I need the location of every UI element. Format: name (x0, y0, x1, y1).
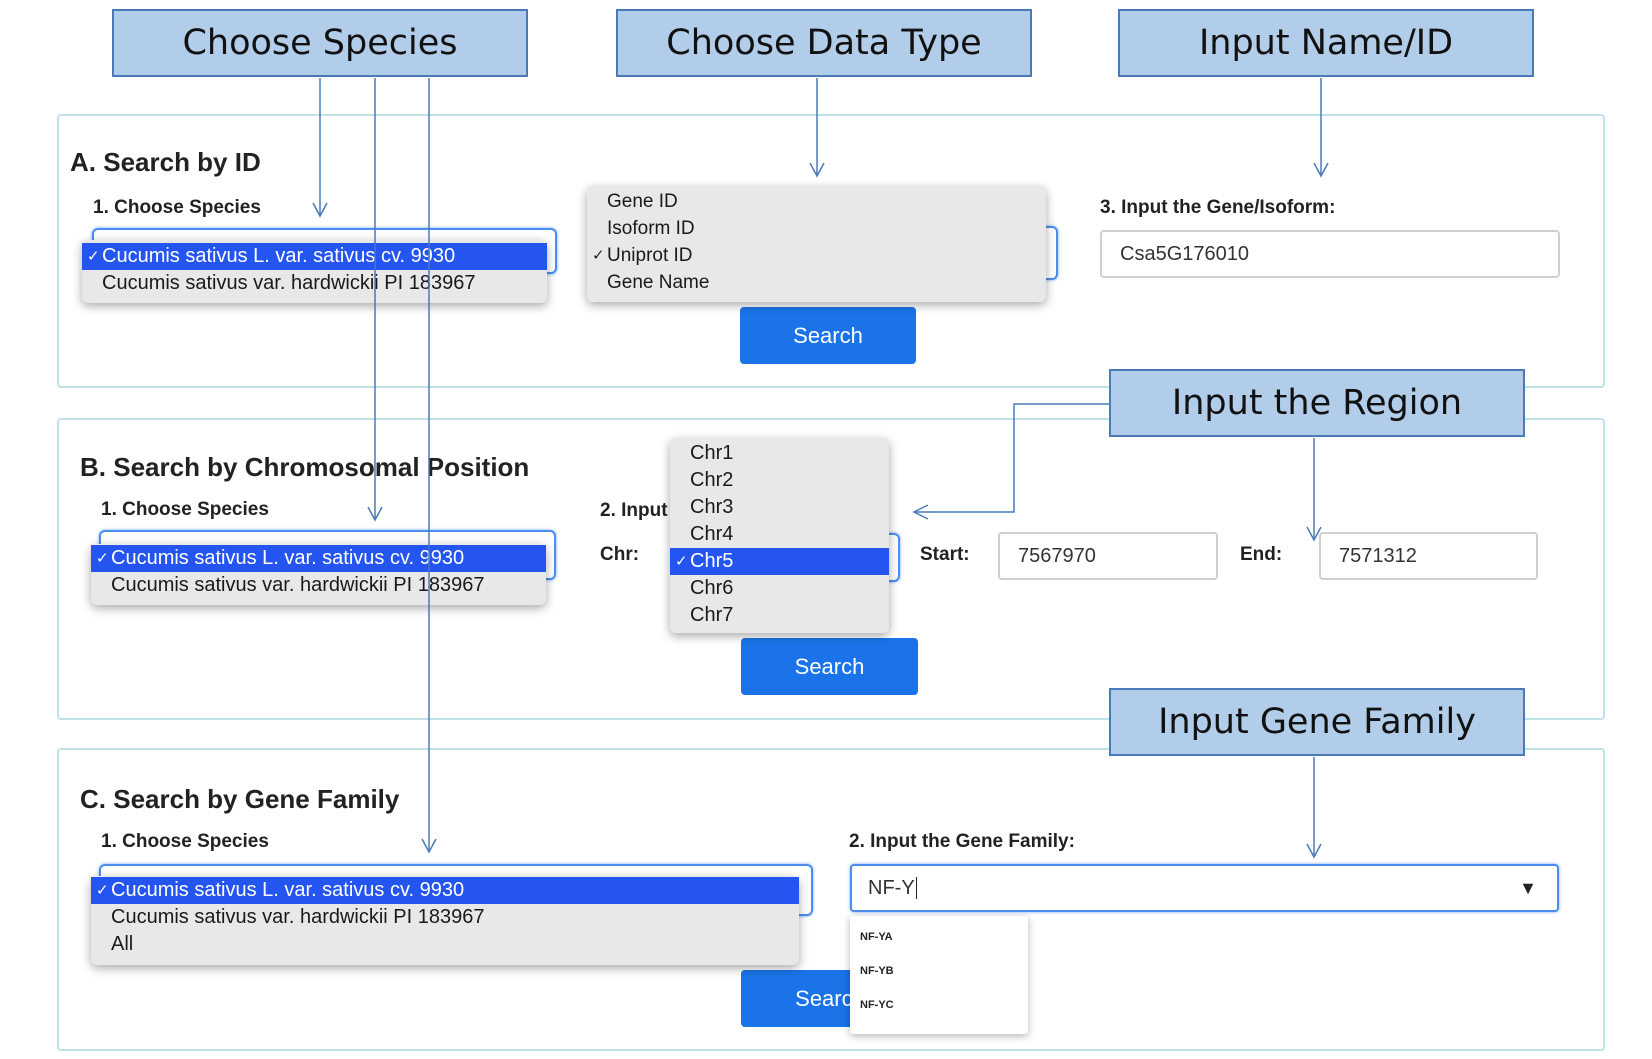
section-b-start-input[interactable]: 7567970 (998, 532, 1218, 580)
section-a-species-option[interactable]: Cucumis sativus var. hardwickii PI 18396… (82, 270, 547, 297)
chr-option[interactable]: Chr6 (670, 575, 889, 602)
family-suggestion-item[interactable]: NF-YC (860, 999, 894, 1011)
option-label: Chr7 (690, 604, 734, 626)
section-a-species-listbox[interactable]: ✓ Cucumis sativus L. var. sativus cv. 99… (82, 240, 547, 303)
section-a-species-option[interactable]: ✓ Cucumis sativus L. var. sativus cv. 99… (82, 243, 547, 270)
section-b-chr-listbox[interactable]: Chr1 Chr2 Chr3 Chr4 ✓ Chr5 Chr6 Chr7 (670, 438, 889, 633)
option-label: Cucumis sativus L. var. sativus cv. 9930 (111, 879, 465, 901)
check-icon: ✓ (675, 553, 688, 570)
section-a-gene-input[interactable]: Csa5G176010 (1100, 230, 1560, 278)
section-b-species-label: 1. Choose Species (101, 499, 269, 520)
option-label: Cucumis sativus L. var. sativus cv. 9930 (111, 547, 465, 569)
section-c-family-input[interactable]: NF-Y ▼ (850, 864, 1559, 912)
chr-option-selected[interactable]: ✓ Chr5 (670, 548, 889, 575)
family-suggestion-item[interactable]: NF-YB (860, 965, 894, 977)
section-b-search-button[interactable]: Search (741, 638, 918, 695)
option-label: Chr1 (690, 442, 734, 464)
option-label: Cucumis sativus var. hardwickii PI 18396… (111, 906, 485, 928)
callout-input-name-id: Input Name/ID (1118, 9, 1534, 77)
callout-input-region: Input the Region (1109, 369, 1525, 437)
section-a-title: A. Search by ID (70, 147, 261, 177)
section-a-datatype-listbox[interactable]: Gene ID Isoform ID ✓ Uniprot ID Gene Nam… (587, 186, 1046, 302)
input-value: 7567970 (1018, 544, 1096, 567)
section-a-gene-label: 3. Input the Gene/Isoform: (1100, 197, 1336, 218)
chevron-down-icon[interactable]: ▼ (1519, 877, 1537, 898)
option-label: Chr5 (690, 550, 734, 572)
option-label: All (111, 933, 134, 955)
check-icon: ✓ (87, 248, 100, 265)
option-label: Cucumis sativus var. hardwickii PI 18396… (111, 574, 485, 596)
datatype-option-gene-id[interactable]: Gene ID (587, 188, 1046, 215)
section-b-species-option[interactable]: Cucumis sativus var. hardwickii PI 18396… (91, 572, 546, 599)
section-b-end-label: End: (1240, 544, 1283, 565)
check-icon: ✓ (592, 247, 605, 264)
chr-option[interactable]: Chr1 (670, 440, 889, 467)
section-b-species-option[interactable]: ✓ Cucumis sativus L. var. sativus cv. 99… (91, 545, 546, 572)
option-label: Gene ID (607, 191, 678, 212)
section-b-end-input[interactable]: 7571312 (1319, 532, 1538, 580)
callout-choose-data-type: Choose Data Type (616, 9, 1032, 77)
section-c-species-option[interactable]: Cucumis sativus var. hardwickii PI 18396… (91, 904, 799, 931)
datatype-option-uniprot-id[interactable]: ✓ Uniprot ID (587, 242, 1046, 269)
option-label: Chr2 (690, 469, 734, 491)
datatype-option-isoform-id[interactable]: Isoform ID (587, 215, 1046, 242)
option-label: Gene Name (607, 272, 710, 293)
section-b-start-label: Start: (920, 544, 970, 565)
option-label: Chr3 (690, 496, 734, 518)
chr-option[interactable]: Chr7 (670, 602, 889, 629)
text-cursor (915, 877, 917, 899)
option-label: Cucumis sativus var. hardwickii PI 18396… (102, 272, 476, 294)
check-icon: ✓ (96, 882, 109, 899)
input-value: 7571312 (1339, 544, 1417, 567)
section-b-title: B. Search by Chromosomal Position (80, 452, 530, 482)
section-a-search-button[interactable]: Search (740, 307, 916, 364)
chr-option[interactable]: Chr4 (670, 521, 889, 548)
option-label: Cucumis sativus L. var. sativus cv. 9930 (102, 245, 456, 267)
chr-option[interactable]: Chr3 (670, 494, 889, 521)
datatype-option-gene-name[interactable]: Gene Name (587, 269, 1046, 296)
option-label: Isoform ID (607, 218, 695, 239)
check-icon: ✓ (96, 550, 109, 567)
chr-option[interactable]: Chr2 (670, 467, 889, 494)
callout-choose-species: Choose Species (112, 9, 528, 77)
section-c-species-label: 1. Choose Species (101, 831, 269, 852)
family-suggestion-item[interactable]: NF-YA (860, 931, 893, 943)
section-c-family-label: 2. Input the Gene Family: (849, 831, 1075, 852)
input-value: NF-Y (868, 876, 915, 899)
section-c-species-option[interactable]: All (91, 931, 799, 958)
section-c-species-listbox[interactable]: ✓ Cucumis sativus L. var. sativus cv. 99… (91, 876, 799, 965)
section-c-title: C. Search by Gene Family (80, 784, 400, 814)
option-label: Chr4 (690, 523, 734, 545)
callout-input-gene-family: Input Gene Family (1109, 688, 1525, 756)
section-c-family-suggestions[interactable]: NF-YA NF-YB NF-YC (850, 916, 1028, 1034)
section-b-species-listbox[interactable]: ✓ Cucumis sativus L. var. sativus cv. 99… (91, 544, 546, 605)
section-b-input-label: 2. Input (600, 500, 668, 521)
option-label: Chr6 (690, 577, 734, 599)
input-value: Csa5G176010 (1120, 242, 1249, 265)
section-c-species-option[interactable]: ✓ Cucumis sativus L. var. sativus cv. 99… (91, 877, 799, 904)
option-label: Uniprot ID (607, 245, 693, 266)
section-a-species-label: 1. Choose Species (93, 197, 261, 218)
section-b-chr-label: Chr: (600, 544, 640, 565)
